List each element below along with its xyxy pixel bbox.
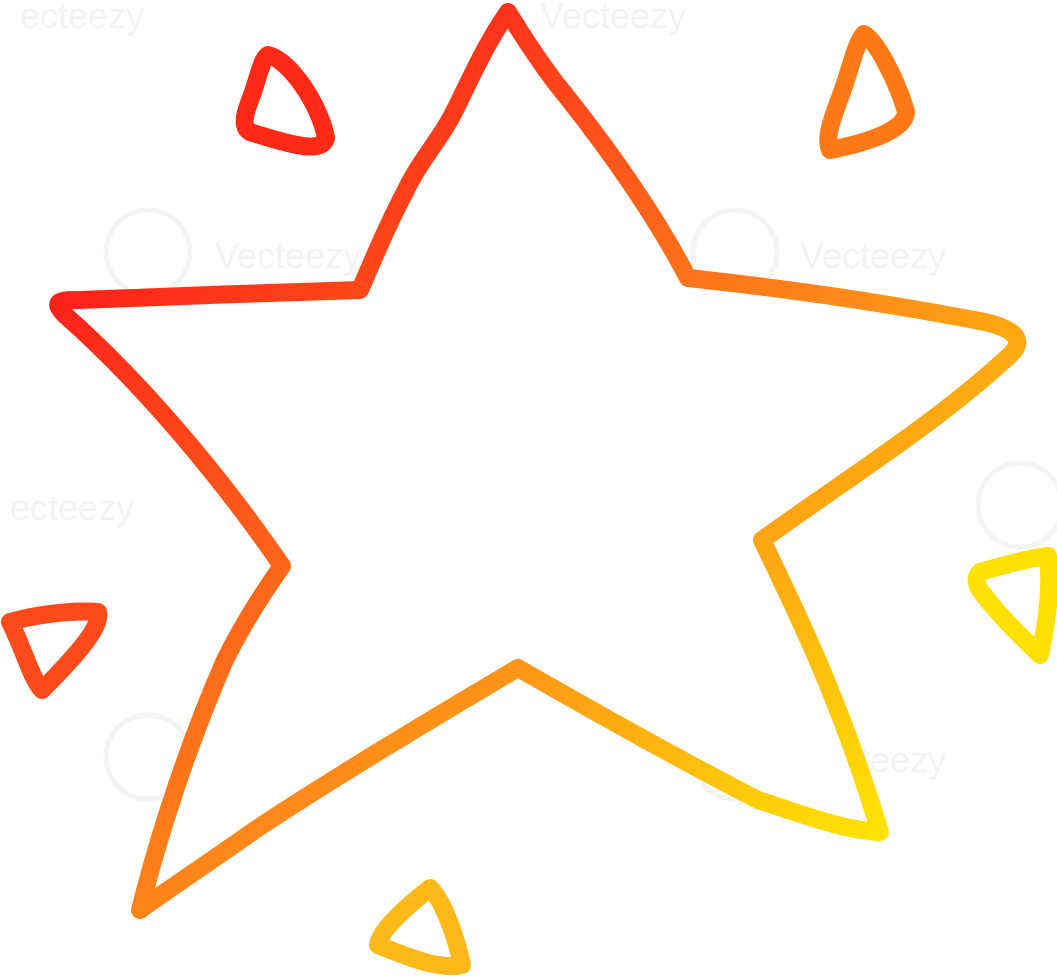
watermark-text: Vecteezy	[540, 0, 686, 36]
watermark-logo-icon	[103, 207, 193, 297]
watermark-text: Vecteezy	[800, 235, 946, 276]
sparkle-triangle-icon	[235, 46, 335, 156]
watermark-text: ecteezy	[10, 487, 134, 528]
sparkle-triangle-icon	[819, 25, 915, 159]
watermark-logo-icon	[975, 460, 1057, 550]
sparkle-triangle-icon	[967, 547, 1057, 664]
watermark-text: ecteezy	[20, 0, 144, 36]
sparkle-triangle-icon	[369, 879, 471, 976]
watermark-text: Vecteezy	[215, 235, 361, 276]
sparkle-triangle-icon	[1, 602, 108, 699]
star-outline-icon	[49, 3, 1027, 919]
